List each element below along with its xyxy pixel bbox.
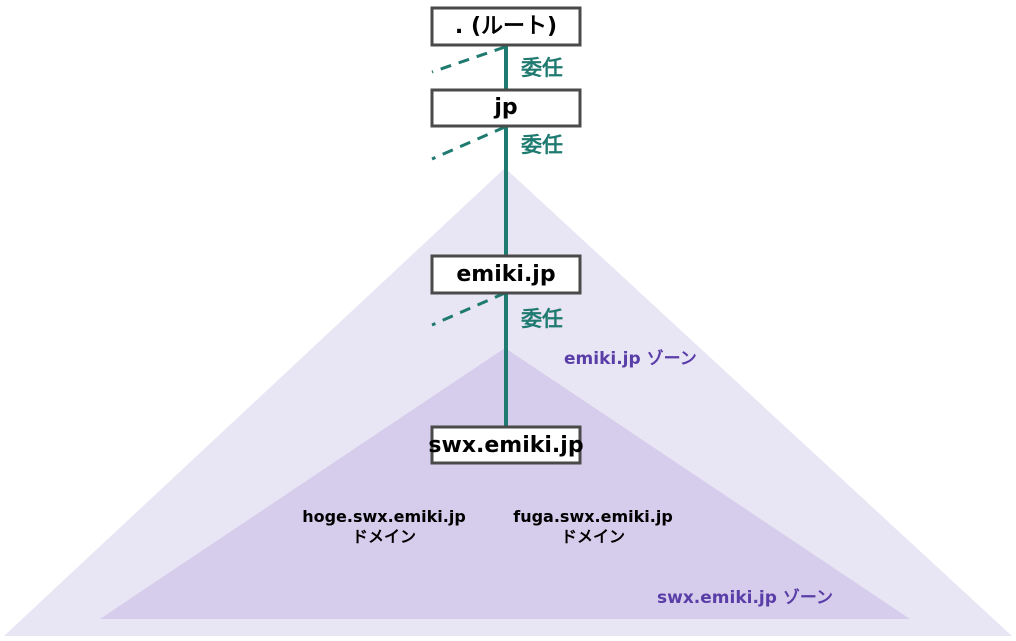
swx-node-label: swx.emiki.jp [428, 433, 583, 458]
swx-node: swx.emiki.jp [428, 425, 584, 465]
delegation-label-jp-emiki: 委任 [520, 133, 563, 157]
emiki-zone-label: emiki.jp ゾーン [564, 349, 697, 369]
root-node: . (ルート) [430, 6, 582, 47]
emiki-node-label: emiki.jp [456, 262, 555, 287]
emiki-other-delegation-dashed-line [431, 291, 506, 327]
fuga-domain-type: ドメイン [561, 527, 625, 546]
swx-zone-label: swx.emiki.jp ゾーン [657, 588, 833, 608]
root-node-label: . (ルート) [455, 14, 557, 39]
jp-node-label: jp [493, 95, 517, 120]
fuga-domain-name: fuga.swx.emiki.jp [513, 507, 673, 526]
root-other-delegation-dashed-line [431, 45, 506, 74]
hoge-domain-name: hoge.swx.emiki.jp [302, 507, 466, 526]
hoge-domain-type: ドメイン [352, 527, 416, 546]
delegation-label-emiki-swx: 委任 [520, 307, 563, 331]
jp-other-delegation-dashed-line [431, 125, 506, 161]
delegation-label-root-jp: 委任 [520, 56, 563, 80]
emiki-node: emiki.jp [430, 254, 582, 295]
jp-node: jp [430, 88, 582, 128]
swx-zone-area [100, 348, 910, 619]
